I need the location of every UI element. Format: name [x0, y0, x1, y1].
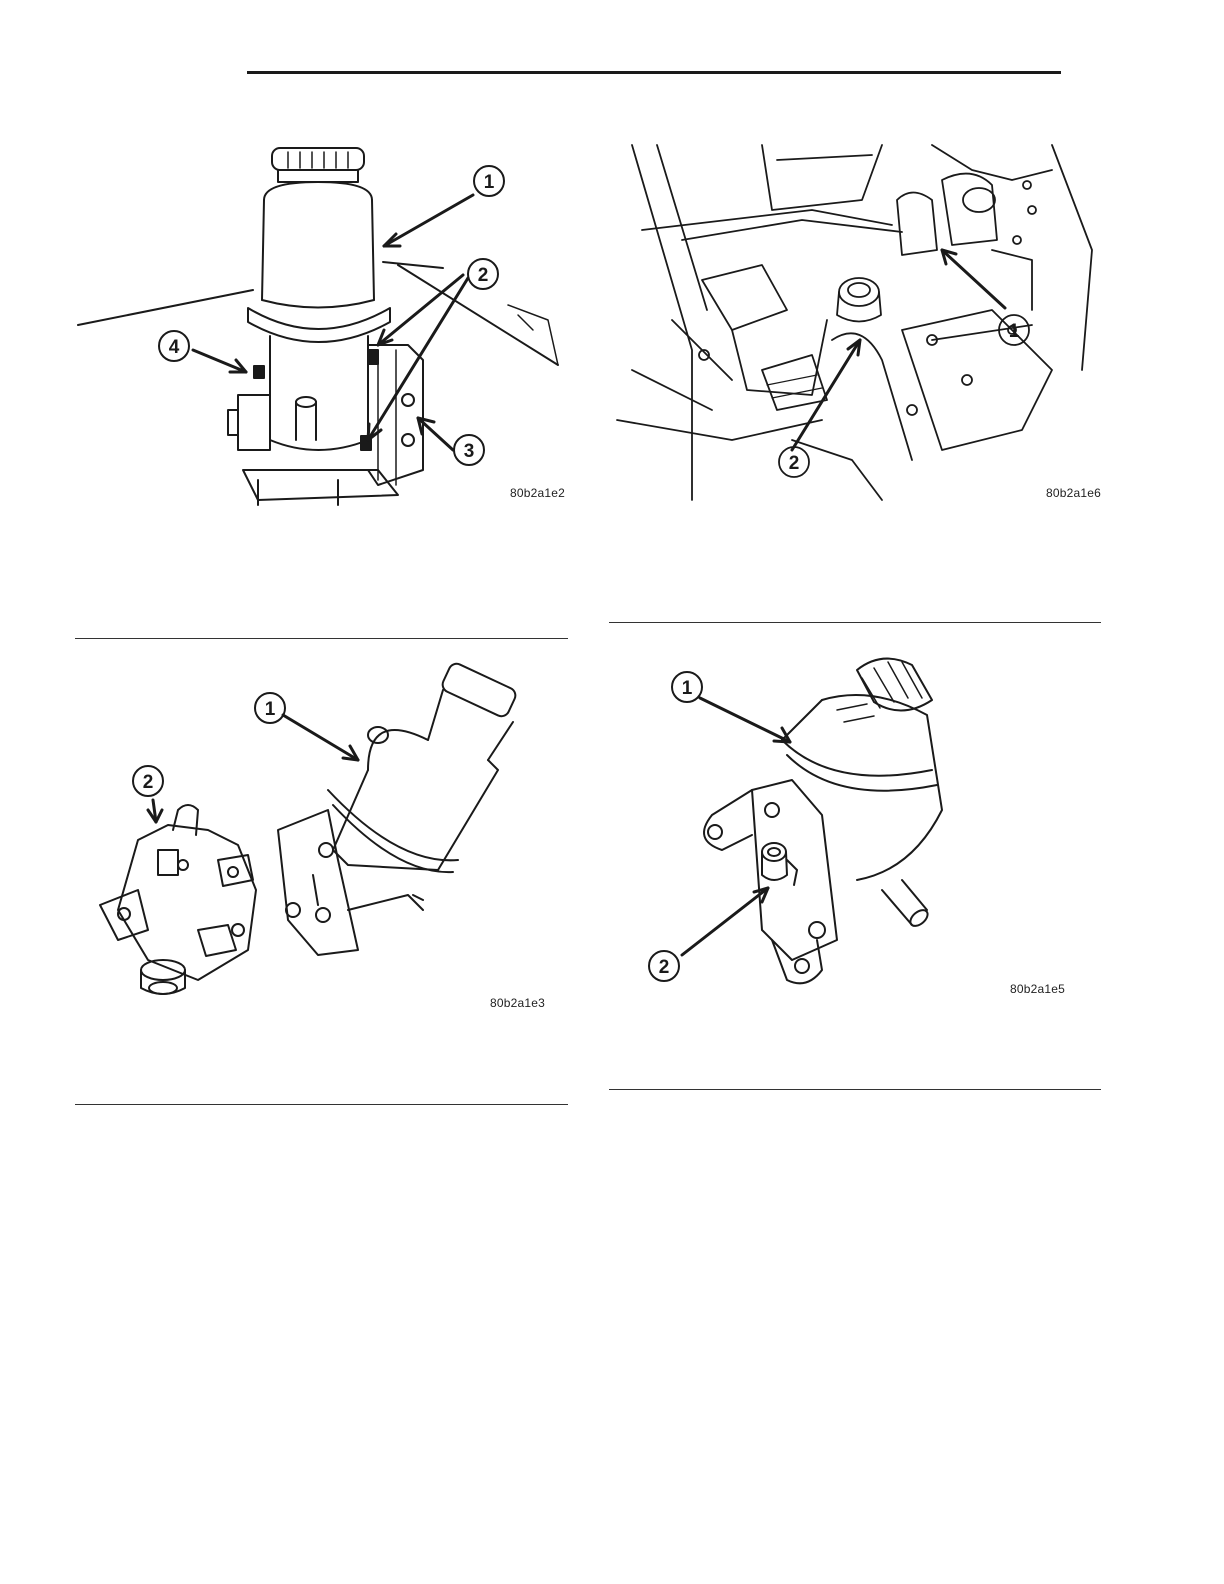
figure-3-illustration: 1 2	[78, 650, 568, 1020]
section-divider	[609, 1089, 1101, 1090]
page-header-rule	[247, 71, 1061, 74]
figure-code: 80b2a1e3	[490, 996, 545, 1010]
callout-1: 1	[255, 693, 285, 723]
callout-2: 2	[779, 447, 809, 477]
figure-2-illustration: 1 2	[612, 140, 1102, 505]
svg-text:1: 1	[682, 678, 693, 699]
callout-2: 2	[133, 766, 163, 796]
svg-text:1: 1	[265, 699, 276, 720]
figure-code: 80b2a1e2	[510, 486, 565, 500]
figure-code: 80b2a1e6	[1046, 486, 1101, 500]
callout-2: 2	[649, 951, 679, 981]
figure-pump-reservoir-installed: 1 2 3 4 80b2a1e2	[78, 140, 568, 505]
figure-reservoir-separated: 1 2 80b2a1e3	[78, 650, 568, 1020]
section-divider	[75, 638, 568, 639]
svg-text:3: 3	[464, 441, 475, 462]
figure-reservoir-bracket: 1 2 80b2a1e5	[612, 640, 1102, 1010]
callout-1: 1	[672, 672, 702, 702]
svg-text:1: 1	[1009, 321, 1020, 342]
callout-2: 2	[468, 259, 498, 289]
callout-4: 4	[159, 331, 189, 361]
svg-text:1: 1	[484, 172, 495, 193]
svg-text:4: 4	[169, 337, 180, 358]
figure-1-illustration: 1 2 3 4	[78, 140, 568, 505]
figure-4-illustration: 1 2	[612, 640, 1102, 1010]
svg-text:2: 2	[789, 453, 800, 474]
figure-engine-compartment: 1 2 80b2a1e6	[612, 140, 1102, 505]
section-divider	[75, 1104, 568, 1105]
svg-text:2: 2	[478, 265, 489, 286]
svg-text:2: 2	[143, 772, 154, 793]
figure-code: 80b2a1e5	[1010, 982, 1065, 996]
callout-1: 1	[474, 166, 504, 196]
svg-text:2: 2	[659, 957, 670, 978]
callout-3: 3	[454, 435, 484, 465]
section-divider	[609, 622, 1101, 623]
